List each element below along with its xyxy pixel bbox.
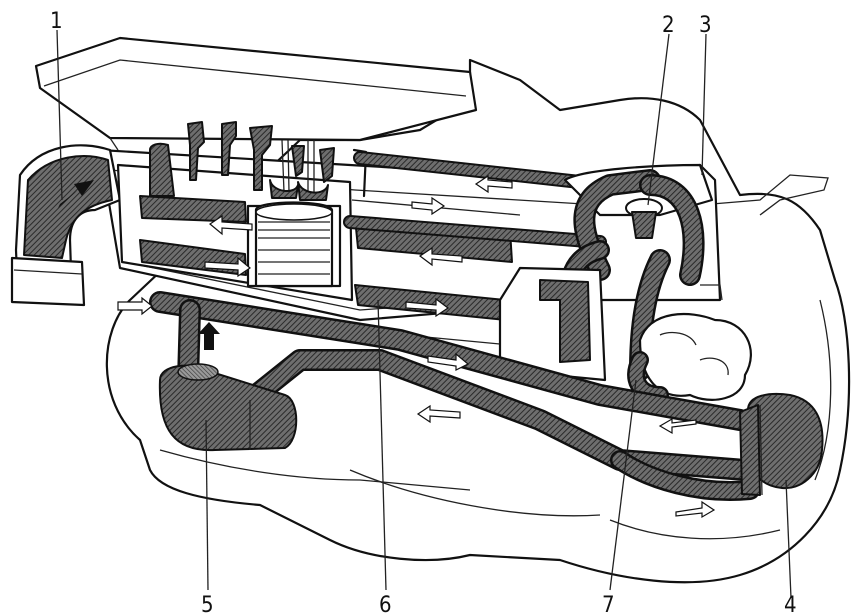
rocker-arms: [187, 121, 368, 198]
air-intake-elbow: [10, 144, 122, 307]
valve-cover: [34, 36, 478, 151]
callout-2: 2: [662, 13, 675, 38]
expansion-tank: [739, 392, 824, 496]
callout-leaders: [56, 29, 792, 599]
flow-arrows: [117, 174, 716, 519]
oil-cooler: [158, 363, 298, 452]
callout-7: 7: [602, 593, 615, 614]
callout-5: 5: [201, 593, 214, 614]
callout-4: 4: [784, 593, 797, 614]
water-pump: [627, 312, 752, 404]
thermostat-housing: [498, 163, 723, 382]
callout-6: 6: [379, 593, 392, 614]
callout-3: 3: [699, 13, 712, 38]
lower-coolant-pipes: [149, 291, 760, 501]
callout-1: 1: [50, 9, 63, 34]
upper-coolant-pipe: [343, 151, 607, 249]
cylinder-cutaway: [246, 139, 342, 288]
